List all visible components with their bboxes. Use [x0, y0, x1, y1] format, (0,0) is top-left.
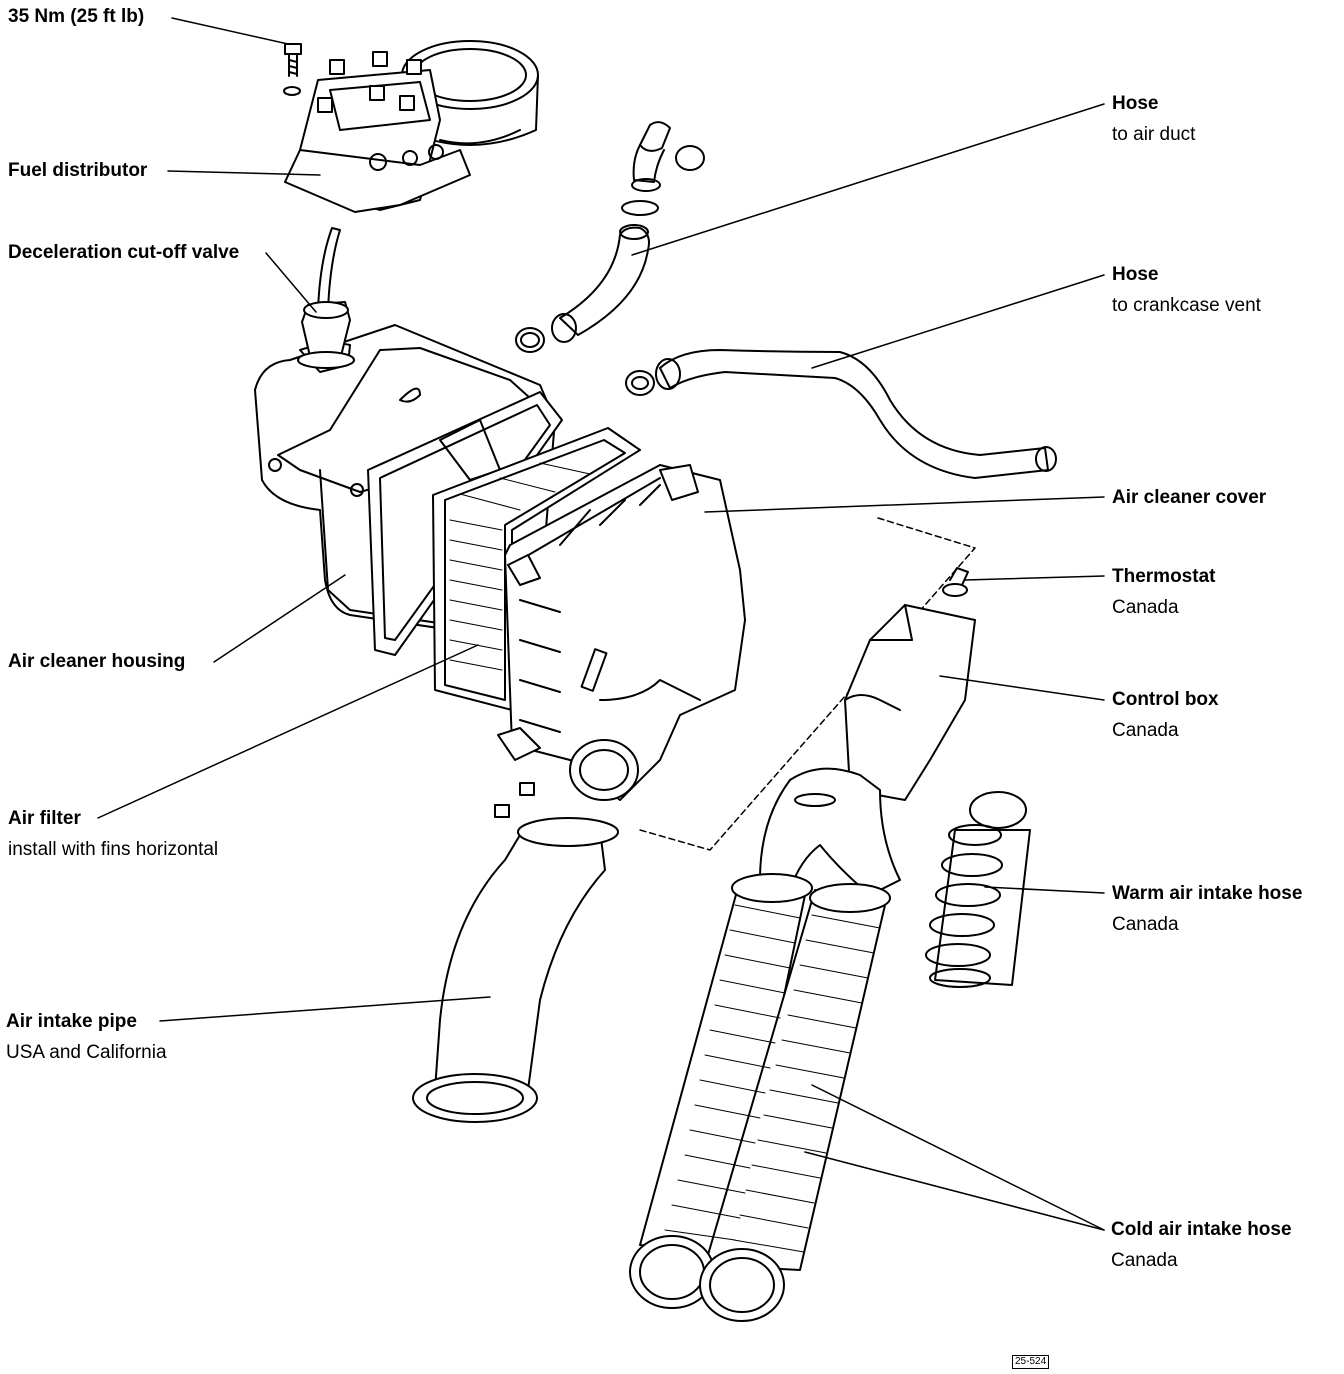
air-filter-label: Air filter	[8, 808, 81, 829]
fuel-distributor	[284, 40, 539, 213]
callout-fuel-distributor: Fuel distributor	[8, 160, 147, 182]
thermostat-sub: Canada	[1112, 597, 1179, 618]
air-intake-pipe	[412, 817, 619, 1123]
thermostat-label: Thermostat	[1112, 566, 1216, 587]
hose-air-duct-label: Hose	[1112, 93, 1159, 114]
hose-crankcase-label: Hose	[1112, 264, 1159, 285]
hose-air-duct-sub: to air duct	[1112, 124, 1196, 145]
control-box	[844, 567, 976, 801]
callout-air-filter: Air filter install with fins horizontal	[8, 808, 218, 861]
air-filter-element	[432, 427, 641, 711]
air-filter-sub: install with fins horizontal	[8, 839, 219, 860]
cold-air-hose-sub: Canada	[1111, 1250, 1178, 1271]
cold-air-hose-label: Cold air intake hose	[1111, 1219, 1292, 1240]
warm-air-hose-label: Warm air intake hose	[1112, 883, 1303, 904]
deceleration-cutoff-valve	[297, 227, 355, 369]
callout-thermostat: Thermostat Canada	[1112, 566, 1215, 619]
callout-air-cleaner-cover: Air cleaner cover	[1112, 487, 1266, 509]
callout-decel-valve: Deceleration cut-off valve	[8, 242, 239, 264]
callout-cold-air-hose: Cold air intake hose Canada	[1111, 1219, 1292, 1272]
air-cleaner-cover	[494, 464, 746, 818]
callout-warm-air-hose: Warm air intake hose Canada	[1112, 883, 1302, 936]
callout-torque: 35 Nm (25 ft lb)	[8, 6, 144, 28]
bolt-and-washer	[283, 43, 302, 96]
leader-lines	[97, 17, 1105, 1231]
hose-crankcase-sub: to crankcase vent	[1112, 295, 1261, 316]
dashed-alternate-outline	[639, 517, 976, 851]
hose-to-air-duct	[515, 121, 705, 353]
warm-air-hose-sub: Canada	[1112, 914, 1179, 935]
hose-to-crankcase-vent	[625, 349, 1057, 479]
fuel-distributor-label: Fuel distributor	[8, 160, 148, 181]
figure-code: 25-524	[1012, 1355, 1050, 1369]
air-intake-pipe-sub: USA and California	[6, 1042, 167, 1063]
control-box-sub: Canada	[1112, 720, 1179, 741]
torque-label: 35 Nm (25 ft lb)	[8, 6, 145, 27]
callout-air-cleaner-housing: Air cleaner housing	[8, 651, 185, 673]
callout-hose-air-duct: Hose to air duct	[1112, 93, 1195, 146]
warm-air-intake-hose	[925, 791, 1031, 988]
air-cleaner-cover-label: Air cleaner cover	[1112, 487, 1267, 508]
control-box-label: Control box	[1112, 689, 1219, 710]
callout-hose-crankcase: Hose to crankcase vent	[1112, 264, 1261, 317]
cold-air-intake-hoses	[629, 873, 891, 1322]
air-cleaner-housing-label: Air cleaner housing	[8, 651, 186, 672]
callout-air-intake-pipe: Air intake pipe USA and California	[6, 1011, 167, 1064]
air-intake-pipe-label: Air intake pipe	[6, 1011, 137, 1032]
callout-control-box: Control box Canada	[1112, 689, 1219, 742]
decel-valve-label: Deceleration cut-off valve	[8, 242, 240, 263]
y-splitter	[759, 767, 901, 896]
